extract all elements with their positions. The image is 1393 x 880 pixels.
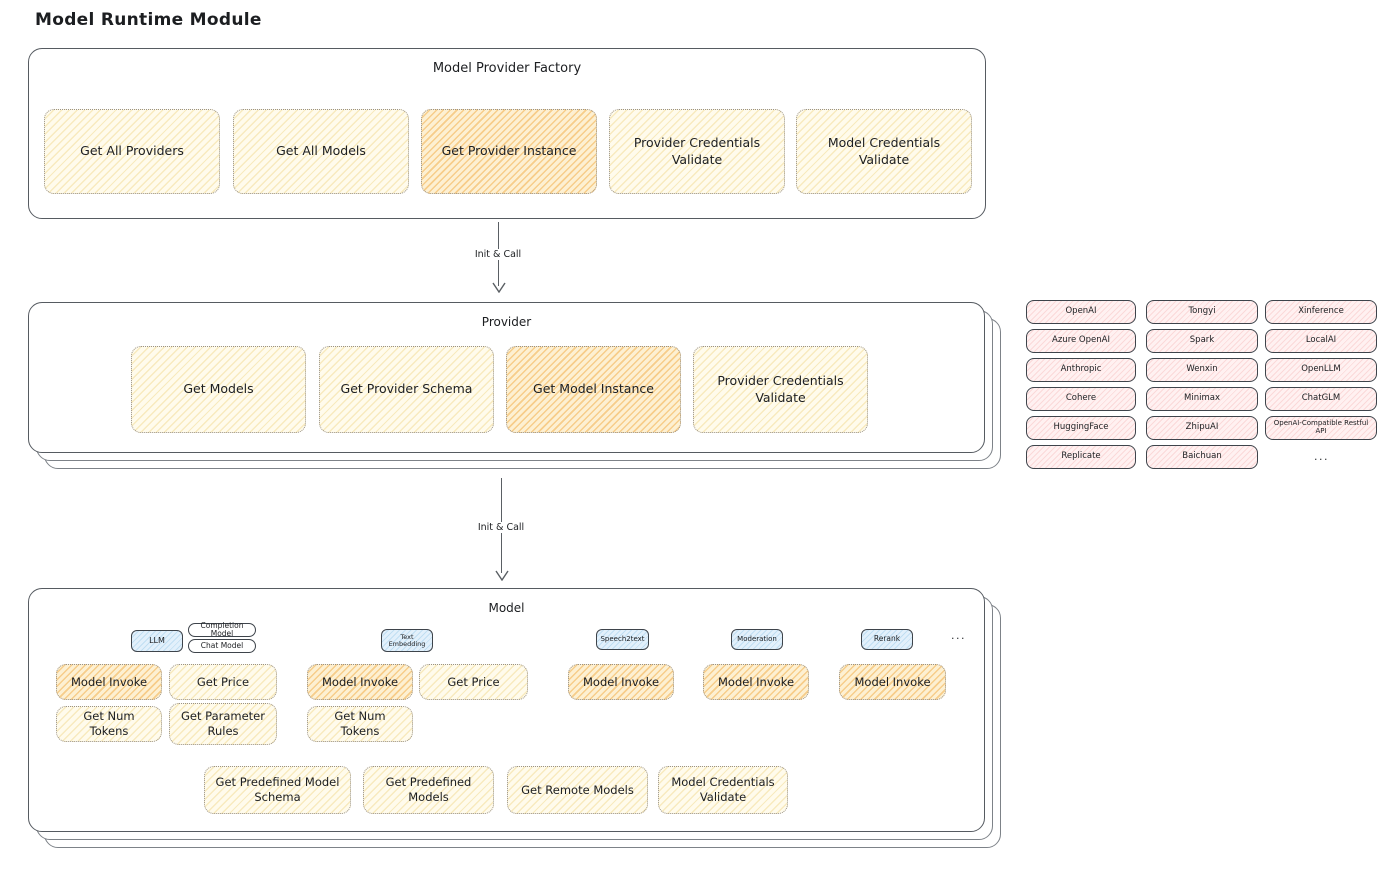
provider-chip-wenxin: Wenxin	[1146, 358, 1258, 382]
provider-chip-openai: OpenAI	[1026, 300, 1136, 324]
arrow-head-icon	[495, 566, 509, 585]
init-call-label-bottom: Init & Call	[473, 522, 529, 533]
node-get-num-tokens-llm: Get Num Tokens	[56, 706, 162, 742]
provider-chip-xinference: Xinference	[1265, 300, 1377, 324]
node-get-price-llm: Get Price	[169, 664, 277, 700]
model-type-chip-text-embedding: Text Embedding	[381, 629, 433, 652]
provider-chip-cohere: Cohere	[1026, 387, 1136, 411]
provider-title: Provider	[481, 315, 532, 329]
provider-chip-replicate: Replicate	[1026, 445, 1136, 469]
provider-list-more-label: ...	[1314, 450, 1329, 463]
node-get-model-instance: Get Model Instance	[506, 346, 681, 433]
provider-chip-openai-compatible-restful-api: OpenAI-Compatible Restful API	[1265, 416, 1377, 440]
node-get-parameter-rules-llm: Get Parameter Rules	[169, 703, 277, 745]
node-get-remote-models: Get Remote Models	[507, 766, 648, 814]
node-get-all-models: Get All Models	[233, 109, 409, 194]
node-get-predefined-model-schema: Get Predefined Model Schema	[204, 766, 351, 814]
node-get-provider-instance: Get Provider Instance	[421, 109, 597, 194]
model-title: Model	[488, 601, 525, 615]
provider-chip-azure-openai: Azure OpenAI	[1026, 329, 1136, 353]
model-type-chip-rerank: Rerank	[861, 629, 913, 650]
node-model-credentials-validate-model: Model Credentials Validate	[658, 766, 788, 814]
node-provider-credentials-validate-provider: Provider Credentials Validate	[693, 346, 868, 433]
node-model-invoke-rerank: Model Invoke	[839, 664, 946, 700]
provider-chip-baichuan: Baichuan	[1146, 445, 1258, 469]
node-get-all-providers: Get All Providers	[44, 109, 220, 194]
node-get-num-tokens-text-embedding: Get Num Tokens	[307, 706, 413, 742]
provider-chip-tongyi: Tongyi	[1146, 300, 1258, 324]
provider-chip-chatglm: ChatGLM	[1265, 387, 1377, 411]
node-model-invoke-speech2text: Model Invoke	[568, 664, 674, 700]
node-provider-credentials-validate-factory: Provider Credentials Validate	[609, 109, 785, 194]
provider-chip-minimax: Minimax	[1146, 387, 1258, 411]
factory-box: Model Provider Factory Get All Providers…	[28, 48, 986, 219]
node-get-provider-schema: Get Provider Schema	[319, 346, 494, 433]
node-get-price-text-embedding: Get Price	[419, 664, 528, 700]
factory-title: Model Provider Factory	[432, 61, 582, 76]
provider-chip-openllm: OpenLLM	[1265, 358, 1377, 382]
model-box: Model LLM Completion Model Chat Model Te…	[28, 588, 985, 832]
provider-box: Provider Get Models Get Provider Schema …	[28, 302, 985, 453]
model-type-chip-moderation: Moderation	[731, 629, 783, 650]
node-get-predefined-models: Get Predefined Models	[363, 766, 494, 814]
model-type-chip-chat-model: Chat Model	[188, 639, 256, 653]
provider-chip-zhipuai: ZhipuAI	[1146, 416, 1258, 440]
model-types-more-label: ...	[951, 629, 966, 642]
model-type-chip-speech2text: Speech2text	[596, 629, 649, 650]
provider-chip-anthropic: Anthropic	[1026, 358, 1136, 382]
node-model-invoke-text-embedding: Model Invoke	[307, 664, 413, 700]
arrow-head-icon	[492, 278, 506, 297]
node-model-credentials-validate-factory: Model Credentials Validate	[796, 109, 972, 194]
node-get-models: Get Models	[131, 346, 306, 433]
node-model-invoke-moderation: Model Invoke	[703, 664, 809, 700]
page-title: Model Runtime Module	[35, 10, 262, 30]
init-call-label-top: Init & Call	[470, 249, 526, 260]
model-type-chip-completion-model: Completion Model	[188, 621, 256, 638]
node-model-invoke-llm: Model Invoke	[56, 664, 162, 700]
provider-chip-spark: Spark	[1146, 329, 1258, 353]
provider-chip-huggingface: HuggingFace	[1026, 416, 1136, 440]
provider-chip-localai: LocalAI	[1265, 329, 1377, 353]
model-type-chip-llm: LLM	[131, 630, 183, 652]
